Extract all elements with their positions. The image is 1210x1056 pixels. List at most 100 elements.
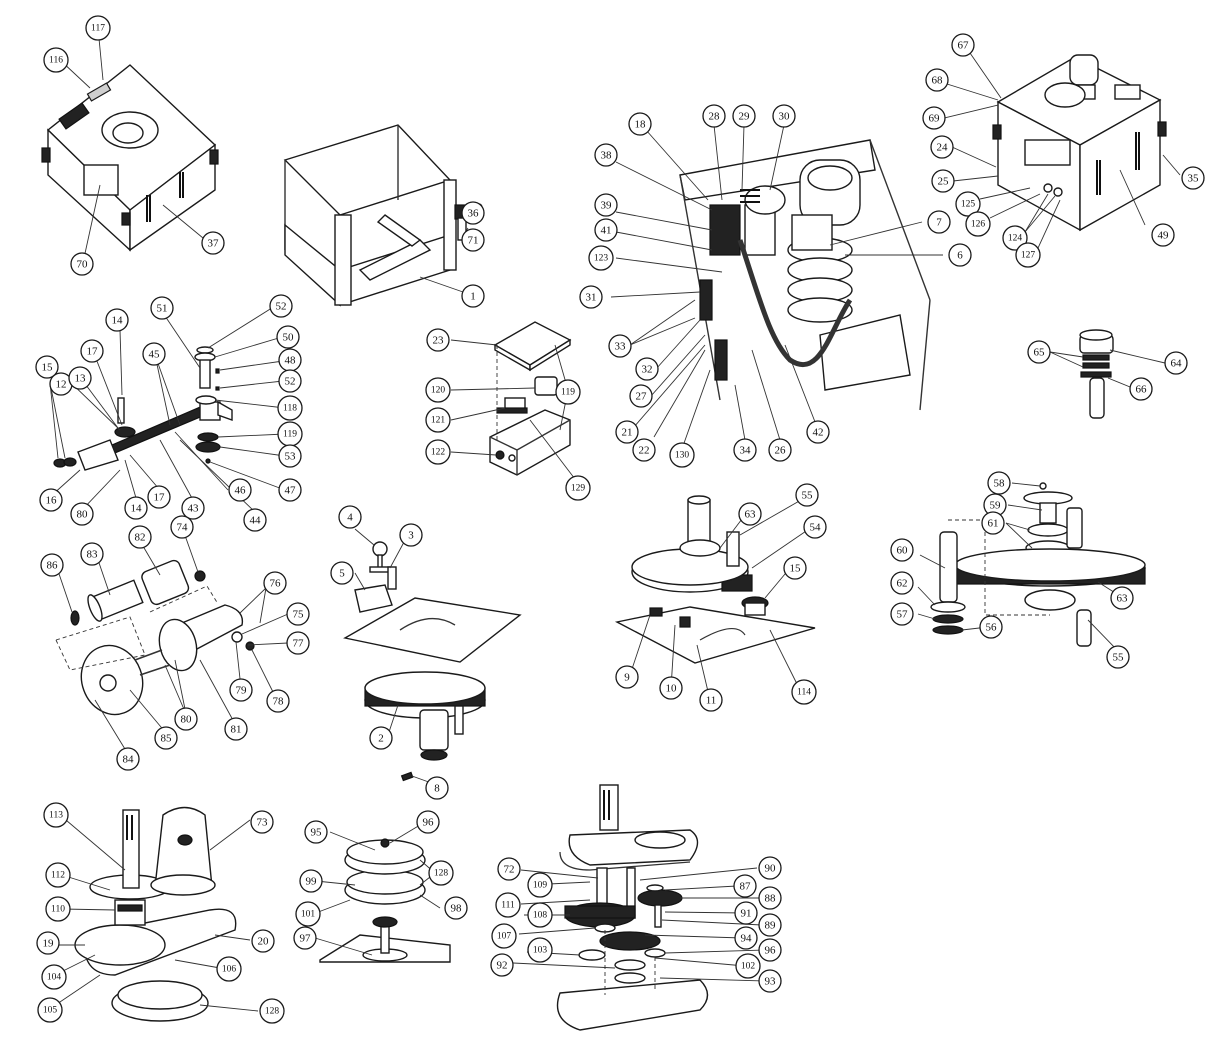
callout-circle bbox=[927, 210, 951, 234]
callout-circle bbox=[1129, 377, 1153, 401]
callout-43: 43 bbox=[181, 496, 205, 520]
callout-label: 42 bbox=[813, 427, 824, 439]
callout-circle bbox=[890, 602, 914, 626]
callout-circle bbox=[925, 68, 949, 92]
callout-71: 71 bbox=[461, 228, 485, 252]
callout-circle bbox=[922, 106, 946, 130]
callout-circle bbox=[579, 285, 603, 309]
callout-80: 80 bbox=[70, 502, 94, 526]
callout-104: 104 bbox=[41, 964, 67, 990]
callout-label: 11 bbox=[706, 695, 717, 707]
callout-48: 48 bbox=[278, 348, 302, 372]
callout-circle bbox=[732, 104, 756, 128]
callout-circle bbox=[461, 201, 485, 225]
callout-52: 52 bbox=[278, 369, 302, 393]
callout-label: 17 bbox=[154, 492, 166, 504]
callout-label: 128 bbox=[265, 1007, 280, 1017]
callout-label: 85 bbox=[161, 733, 173, 745]
closed-housing-right-drawing bbox=[992, 54, 1167, 232]
callout-label: 21 bbox=[622, 427, 633, 439]
callout-circle bbox=[425, 776, 449, 800]
callout-circle bbox=[495, 892, 521, 918]
callout-108: 108 bbox=[527, 902, 553, 928]
callout-circle bbox=[632, 438, 656, 462]
callout-label: 41 bbox=[601, 225, 612, 237]
callout-label: 62 bbox=[897, 578, 908, 590]
callout-label: 50 bbox=[283, 332, 295, 344]
callout-17: 17 bbox=[147, 485, 171, 509]
callout-label: 35 bbox=[1188, 173, 1200, 185]
callout-label: 119 bbox=[283, 430, 297, 440]
callout-circle bbox=[733, 874, 757, 898]
callout-label: 76 bbox=[270, 578, 282, 590]
callout-46: 46 bbox=[228, 478, 252, 502]
callout-91: 91 bbox=[734, 901, 758, 925]
callout-label: 92 bbox=[497, 960, 508, 972]
callout-label: 102 bbox=[741, 962, 756, 972]
gear-shaft-exploded-drawing bbox=[930, 482, 1146, 647]
callout-circle bbox=[278, 369, 302, 393]
callout-label: 80 bbox=[77, 509, 89, 521]
callout-77: 77 bbox=[286, 631, 310, 655]
callout-1: 1 bbox=[461, 284, 485, 308]
callout-label: 32 bbox=[642, 364, 653, 376]
callout-label: 84 bbox=[123, 754, 135, 766]
callout-label: 116 bbox=[49, 56, 63, 66]
callout-circle bbox=[37, 997, 63, 1023]
callout-38: 38 bbox=[594, 143, 618, 167]
callout-label: 113 bbox=[49, 811, 63, 821]
callout-label: 48 bbox=[285, 355, 297, 367]
callout-label: 128 bbox=[434, 869, 449, 879]
callout-circle bbox=[965, 211, 991, 237]
callout-circle bbox=[181, 496, 205, 520]
callout-label: 29 bbox=[739, 111, 751, 123]
callout-circle bbox=[948, 243, 972, 267]
callout-126: 126 bbox=[965, 211, 991, 237]
callout-circle bbox=[201, 231, 225, 255]
callout-label: 105 bbox=[43, 1006, 58, 1016]
callout-label: 63 bbox=[1117, 593, 1129, 605]
callout-circle bbox=[588, 245, 614, 271]
callout-23: 23 bbox=[426, 328, 450, 352]
callout-36: 36 bbox=[461, 201, 485, 225]
callout-102: 102 bbox=[735, 953, 761, 979]
callout-35: 35 bbox=[1181, 166, 1205, 190]
callout-79: 79 bbox=[229, 678, 253, 702]
callout-127: 127 bbox=[1015, 242, 1041, 268]
callout-circle bbox=[85, 15, 111, 41]
callout-label: 45 bbox=[149, 349, 161, 361]
callout-83: 83 bbox=[80, 542, 104, 566]
callout-9: 9 bbox=[615, 665, 639, 689]
callout-114: 114 bbox=[791, 679, 817, 705]
callout-label: 97 bbox=[300, 933, 312, 945]
callout-65: 65 bbox=[1027, 340, 1051, 364]
callout-label: 111 bbox=[501, 901, 515, 911]
callout-42: 42 bbox=[806, 420, 830, 444]
callout-label: 118 bbox=[283, 404, 297, 414]
callout-label: 110 bbox=[51, 905, 65, 915]
callout-96: 96 bbox=[758, 938, 782, 962]
callout-label: 36 bbox=[468, 208, 480, 220]
callout-label: 27 bbox=[636, 391, 648, 403]
callout-label: 47 bbox=[285, 485, 297, 497]
callout-20: 20 bbox=[251, 929, 275, 953]
callout-label: 55 bbox=[1113, 652, 1125, 664]
callout-circle bbox=[527, 937, 553, 963]
callout-circle bbox=[36, 931, 60, 955]
callout-11: 11 bbox=[699, 688, 723, 712]
callout-44: 44 bbox=[243, 508, 267, 532]
callout-99: 99 bbox=[299, 869, 323, 893]
callout-circle bbox=[758, 938, 782, 962]
callout-circle bbox=[229, 678, 253, 702]
callout-circle bbox=[527, 872, 553, 898]
shaft-bushing-drawing bbox=[1079, 329, 1114, 419]
callout-128: 128 bbox=[428, 860, 454, 886]
callout-18: 18 bbox=[628, 112, 652, 136]
callout-circle bbox=[338, 505, 362, 529]
callout-circle bbox=[951, 33, 975, 57]
callout-label: 64 bbox=[1171, 358, 1183, 370]
callout-circle bbox=[594, 143, 618, 167]
callout-circle bbox=[490, 953, 514, 977]
callout-60: 60 bbox=[890, 538, 914, 562]
callout-label: 28 bbox=[709, 111, 721, 123]
